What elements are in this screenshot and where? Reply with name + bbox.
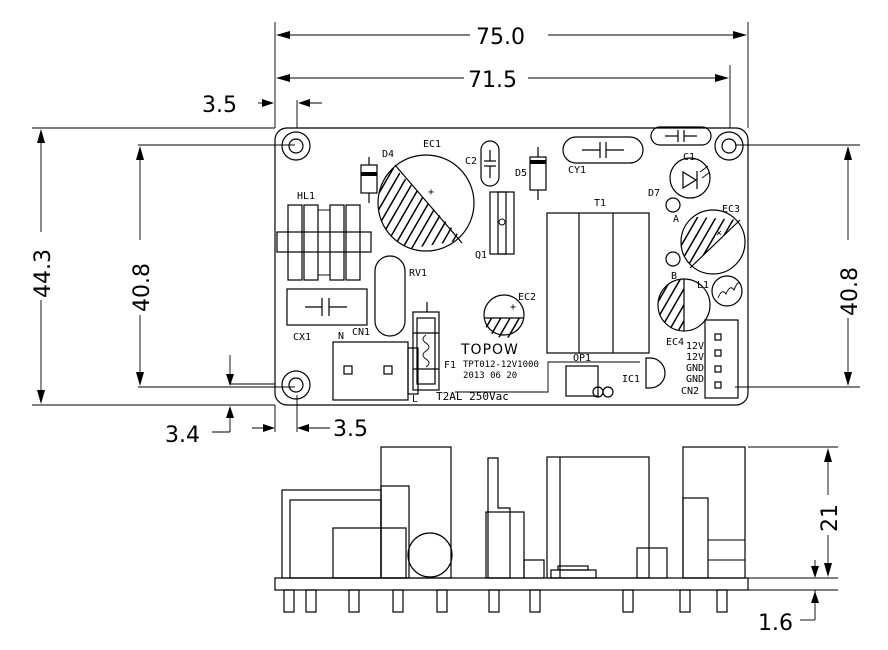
label-n: N <box>338 331 344 342</box>
test-point-a-icon <box>665 197 681 213</box>
label-l1: L1 <box>697 280 709 291</box>
board-top-view: + <box>274 126 749 406</box>
mounting-hole-icon <box>714 131 744 161</box>
d5-diode-icon <box>529 147 547 200</box>
cn2-connector-icon <box>704 319 739 399</box>
l1-inductor-icon <box>711 275 743 307</box>
d4-diode-icon <box>360 157 378 203</box>
rv1-varistor-icon <box>374 255 406 337</box>
label-cx1: CX1 <box>293 332 311 343</box>
t1-transformer-icon <box>546 212 650 354</box>
label-pin4: GND <box>686 374 704 385</box>
svg-text:+: + <box>428 187 434 198</box>
test-point-b-icon <box>665 251 681 267</box>
mounting-hole-icon <box>281 370 311 400</box>
op1-optocoupler-icon <box>565 365 614 398</box>
label-ec3: EC3 <box>722 204 740 215</box>
label-cn1: CN1 <box>352 327 370 338</box>
label-d5: D5 <box>515 168 527 179</box>
cx1-capacitor-icon <box>286 288 368 326</box>
ec3-capacitor-icon: × <box>680 209 746 275</box>
label-pin2: 12V <box>686 352 704 363</box>
label-hl1: HL1 <box>297 191 315 202</box>
cn1-connector-icon <box>332 341 419 401</box>
label-cy1: CY1 <box>568 165 586 176</box>
dim-height-holes-right: 40.8 <box>838 267 863 316</box>
brand-text: TOPOW <box>460 342 519 358</box>
label-ic1: IC1 <box>622 374 640 385</box>
label-a: A <box>673 214 679 225</box>
svg-text:+: + <box>510 302 516 313</box>
label-c2: C2 <box>465 156 477 167</box>
label-rv1: RV1 <box>409 268 427 279</box>
model-text: TPT012-12V1000 <box>463 360 539 370</box>
fuse-rating-text: T2AL 250Vac <box>436 390 509 403</box>
d7-led-icon <box>669 157 711 199</box>
label-c1: C1 <box>683 152 695 163</box>
dimension-lines <box>32 22 860 621</box>
date-text: 2013 06 20 <box>463 371 517 381</box>
label-d4: D4 <box>382 149 394 160</box>
ec4-capacitor-icon <box>657 278 711 332</box>
label-ec1: EC1 <box>423 139 441 150</box>
dim-height-overall: 44.3 <box>31 249 56 298</box>
cy1-capacitor-icon <box>562 136 644 164</box>
label-d7: D7 <box>648 188 660 199</box>
c1-capacitor-icon <box>650 126 712 146</box>
label-pin3: GND <box>686 363 704 374</box>
label-pin1: 12V <box>686 341 704 352</box>
label-t1: T1 <box>594 198 606 209</box>
dim-height-holes-left: 40.8 <box>130 263 155 312</box>
dim-pcb-thickness: 1.6 <box>758 611 793 636</box>
dim-hole-offset-bottom-y: 3.4 <box>165 423 200 448</box>
c2-capacitor-icon <box>480 140 500 187</box>
hl1-filter-icon <box>276 204 372 281</box>
ic1-regulator-icon <box>645 357 666 389</box>
label-b: B <box>671 271 677 282</box>
dim-width-holes: 71.5 <box>468 68 517 93</box>
label-q1: Q1 <box>475 250 487 261</box>
label-op1: OP1 <box>573 353 591 364</box>
q1-transistor-icon <box>489 191 515 255</box>
svg-text:×: × <box>716 228 722 239</box>
board-side-view <box>274 446 749 613</box>
mounting-hole-icon <box>281 131 311 161</box>
dim-hole-offset-bottom-x: 3.5 <box>333 417 368 442</box>
label-ec4: EC4 <box>666 337 684 348</box>
dim-width-overall: 75.0 <box>476 25 525 50</box>
dim-hole-offset-top: 3.5 <box>202 93 237 118</box>
ec1-capacitor-icon: + <box>377 154 475 252</box>
label-ec2: EC2 <box>518 292 536 303</box>
component-labels: HL1 D4 EC1 C2 D5 CY1 C1 D7 A EC3 T1 Q1 R… <box>293 139 740 405</box>
dim-side-height: 21 <box>818 504 843 532</box>
f1-fuse-icon <box>412 302 440 391</box>
label-f1: F1 <box>444 360 456 371</box>
label-cn2: CN2 <box>681 386 699 397</box>
ec2-capacitor-icon: + <box>483 294 525 338</box>
label-l: L <box>412 394 418 405</box>
